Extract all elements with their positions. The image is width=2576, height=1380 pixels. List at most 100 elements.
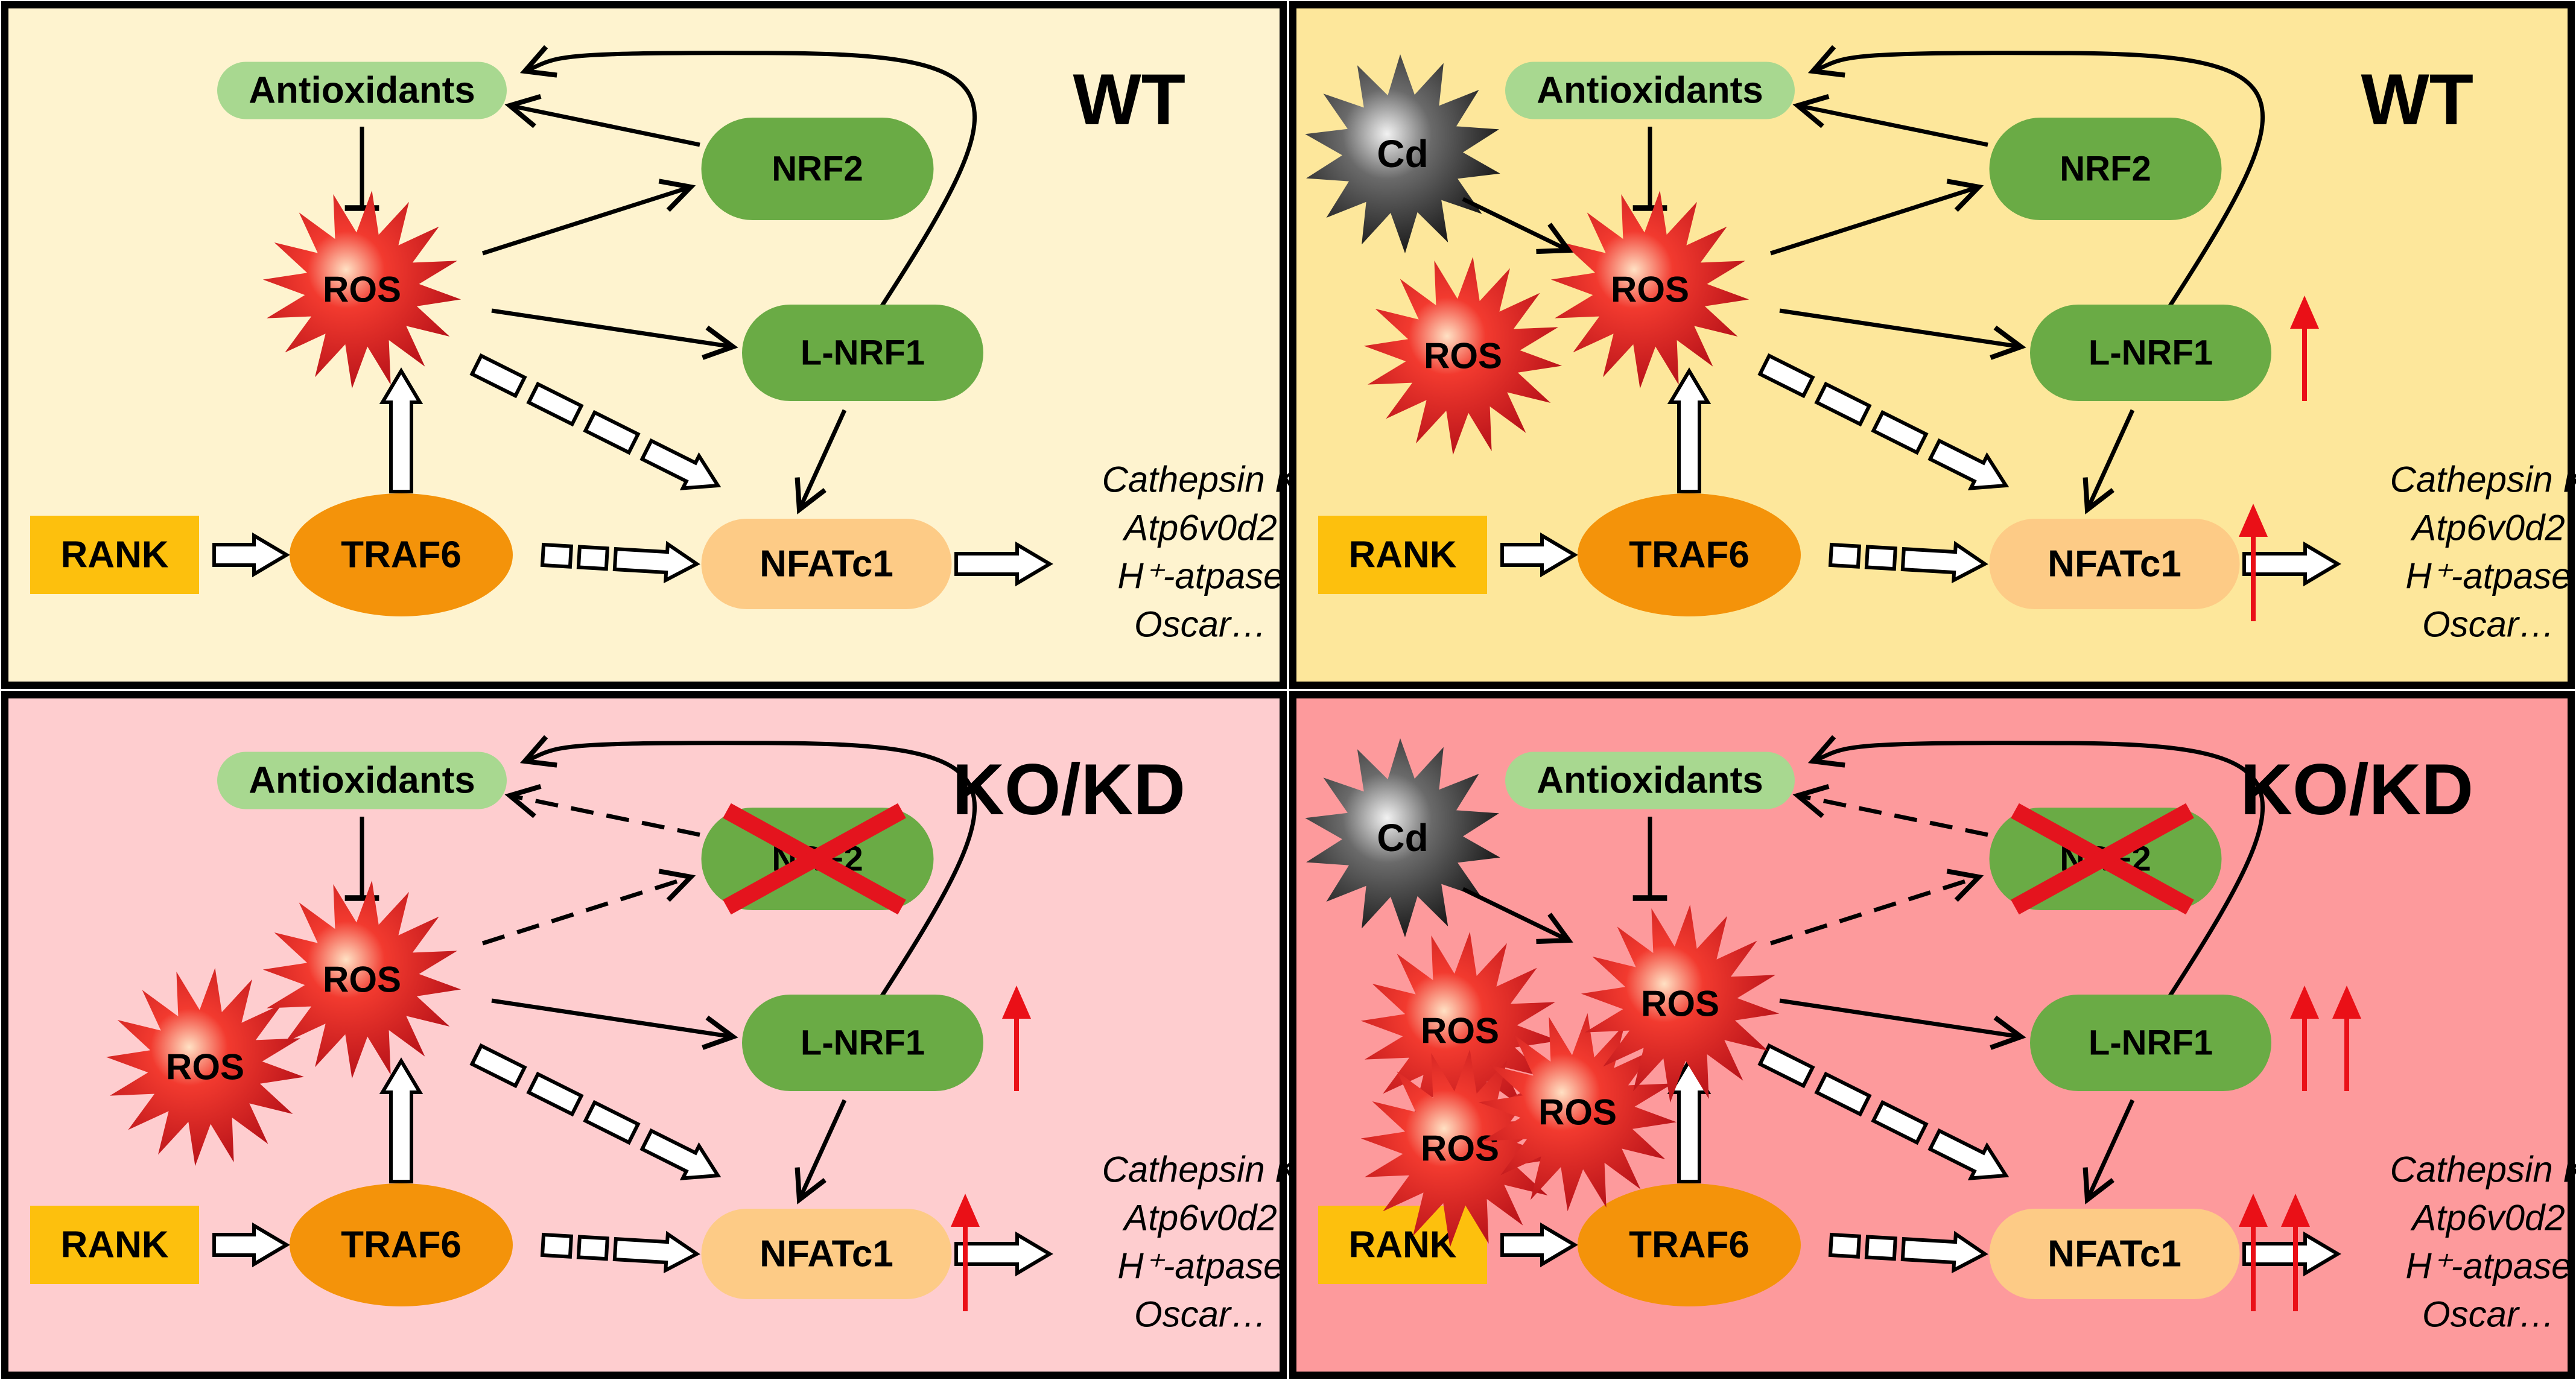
ros-burst [262, 880, 462, 1079]
lnrf1-node: L-NRF1 [2030, 995, 2271, 1091]
nrf2-node-label: NRF2 [2060, 150, 2151, 189]
target-gene: Atp6v0d2 [1122, 508, 1277, 548]
antioxidants-node: Antioxidants [1505, 62, 1795, 119]
nfatc1-node-shape [701, 519, 952, 609]
nrf2-node-shape [1989, 118, 2222, 220]
ros-to-nfatc1-signal [469, 353, 722, 490]
rank-box [30, 516, 199, 594]
target-genes-list: Cathepsin KAtp6v0d2H⁺-atpaseOscar… [2390, 460, 2576, 645]
up-arrow-head [2290, 986, 2319, 1019]
nrf2-node-label: NRF2 [772, 150, 863, 189]
signal-step-box [1871, 410, 1929, 455]
target-gene: Cathepsin K [1102, 460, 1301, 500]
nrf2-to-antioxidants-arrow [504, 93, 700, 147]
nrf2-node: NRF2 [1989, 118, 2222, 220]
rank-to-traf6-arrow [1500, 532, 1578, 578]
signal-step-arrow [1927, 438, 2010, 490]
antioxidants-node: Antioxidants [217, 62, 507, 119]
rank-box [30, 1206, 199, 1284]
signal-step-box [1757, 353, 1815, 399]
ros-to-lnrf1-arrow [491, 998, 738, 1050]
ros-burst [262, 190, 462, 389]
ros-label: ROS [1424, 336, 1502, 376]
rank-to-traf6-arrow [1500, 1222, 1578, 1268]
nrf2-node: NRF2 [1989, 803, 2222, 915]
ros-burst [1550, 190, 1750, 389]
signal-step-box [469, 353, 527, 399]
ros-to-nrf2-arrow [1769, 179, 1984, 256]
signal-step-box [540, 1232, 574, 1259]
nfatc1-increase-arrow [951, 1194, 980, 1311]
traf6-to-nfatc1-signal [1828, 1230, 1988, 1274]
up-arrow-head [951, 1194, 980, 1227]
ros-to-nfatc1-signal [1757, 353, 2010, 490]
ros-to-lnrf1-arrow [491, 308, 738, 360]
antioxidants-node: Antioxidants [217, 752, 507, 809]
lnrf1-node-shape [742, 995, 983, 1091]
target-gene: Cathepsin K [2390, 1150, 2576, 1190]
nfatc1-node-shape [1989, 1209, 2240, 1299]
ros-star: ROS [1363, 256, 1562, 455]
traf6-to-ros-arrow [1667, 367, 1712, 493]
target-gene: Atp6v0d2 [2410, 1198, 2565, 1238]
signal-step-box [526, 1071, 584, 1117]
nrf2-to-antioxidants-arrow [504, 783, 700, 837]
traf6-node: TRAF6 [1578, 493, 1801, 616]
nfatc1-node-label: NFATc1 [2048, 543, 2181, 585]
traf6-shape [290, 1183, 513, 1306]
traf6-label: TRAF6 [341, 534, 462, 576]
nrf2-knockout-x [2011, 803, 2194, 915]
rank-to-traf6-arrow [212, 1222, 290, 1268]
rank-label: RANK [60, 534, 168, 576]
lnrf1-increase-arrow [1002, 986, 1031, 1091]
ros-label: ROS [1421, 1011, 1499, 1051]
up-arrow-head [2281, 1194, 2310, 1227]
nfatc1-node: NFATc1 [701, 519, 952, 609]
nrf2-node: NRF2 [701, 803, 934, 915]
lnrf1-node: L-NRF1 [742, 305, 983, 401]
target-gene: H⁺-atpase [1117, 1246, 1283, 1287]
panel-title: WT [1073, 59, 1185, 140]
antioxidants-node-shape [217, 752, 507, 809]
lnrf1-to-antioxidants-arrow [1807, 45, 2265, 309]
signal-step-arrow [1900, 1230, 1988, 1274]
up-arrow-head [2239, 1194, 2268, 1227]
nfatc1-node-label: NFATc1 [760, 1233, 893, 1275]
rank-label: RANK [1348, 534, 1456, 576]
signal-step-box [469, 1043, 527, 1089]
ros-to-nrf2-arrow [481, 869, 696, 946]
lnrf1-increase-arrow [2290, 296, 2319, 401]
ros-to-nfatc1-signal [469, 1043, 722, 1180]
nfatc1-node: NFATc1 [1989, 1209, 2240, 1299]
cadmium-to-ros-arrow [1462, 887, 1573, 945]
signal-step-box [583, 1100, 641, 1145]
antioxidants-node-shape [1505, 752, 1795, 809]
traf6-label: TRAF6 [1629, 534, 1750, 576]
lnrf1-node: L-NRF1 [742, 995, 983, 1091]
rank-to-traf6-arrow [212, 532, 290, 578]
lnrf1-to-nfatc1-arrow [2083, 1099, 2135, 1204]
antioxidants-node-label: Antioxidants [249, 70, 475, 112]
signal-step-arrow [612, 1230, 700, 1274]
lnrf1-to-nfatc1-arrow [795, 409, 847, 514]
panel-title: WT [2361, 59, 2473, 140]
nfatc1-node: NFATc1 [1989, 519, 2240, 609]
up-arrow-head [2332, 986, 2361, 1019]
ros-star: ROS [262, 880, 462, 1079]
traf6-shape [1578, 493, 1801, 616]
traf6-node: TRAF6 [290, 1183, 513, 1306]
traf6-to-ros-arrow [379, 367, 424, 493]
ros-to-nrf2-arrow [1769, 869, 1984, 946]
lnrf1-to-antioxidants-arrow [1807, 735, 2265, 999]
ros-star: ROS [1581, 904, 1780, 1103]
ros-label: ROS [1611, 270, 1689, 310]
antioxidants-node-shape [1505, 62, 1795, 119]
lnrf1-node-label: L-NRF1 [2089, 1024, 2213, 1063]
lnrf1-to-nfatc1-arrow [2083, 409, 2135, 514]
lnrf1-node-shape [742, 305, 983, 401]
signal-step-box [1864, 545, 1897, 571]
target-genes-list: Cathepsin KAtp6v0d2H⁺-atpaseOscar… [2390, 1150, 2576, 1335]
